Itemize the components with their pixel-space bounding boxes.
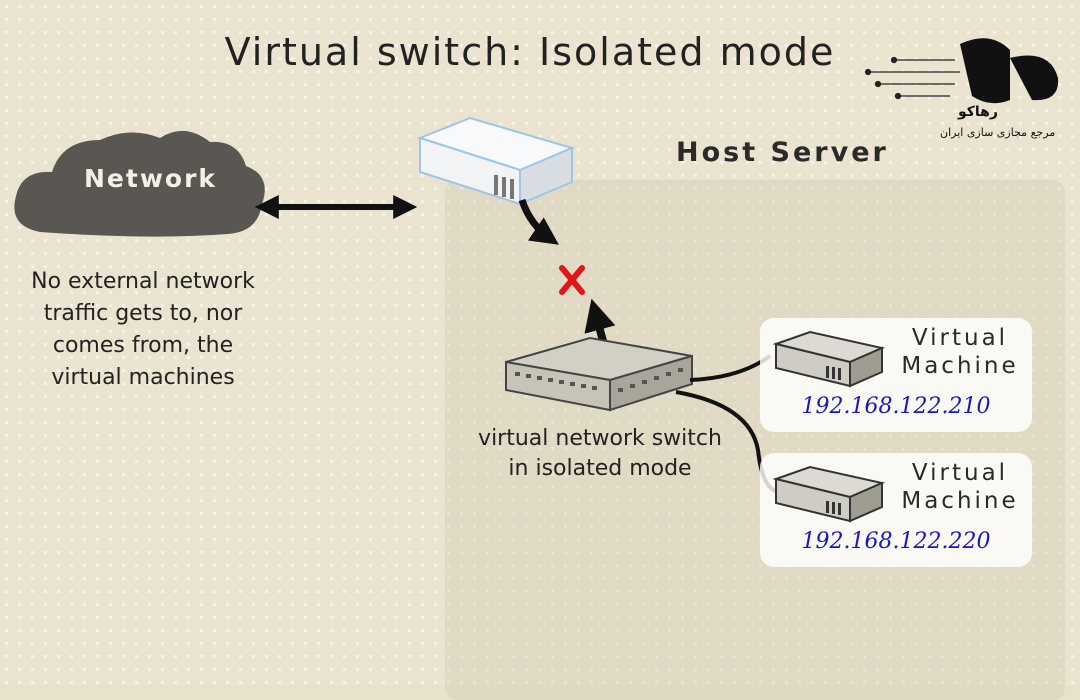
- server-icon: [772, 465, 886, 523]
- server-icon: [772, 330, 886, 388]
- note-line: No external network: [31, 269, 255, 294]
- logo-name: رهاکو: [958, 104, 998, 120]
- logo-icon: [864, 38, 1059, 104]
- host-server-label: Host Server: [676, 137, 889, 168]
- vm-card-1: Virtual Machine 192.168.122.210: [760, 318, 1032, 432]
- cable-vm1: [689, 354, 772, 382]
- router-icon: [417, 116, 575, 206]
- vm-title-line: Virtual: [911, 325, 1009, 351]
- vm-ip-address: 192.168.122.210: [801, 394, 991, 419]
- vm-ip-address: 192.168.122.220: [801, 529, 991, 554]
- note-line: comes from, the: [52, 333, 234, 358]
- note-line: virtual machines: [51, 365, 235, 390]
- switch-label-line: in isolated mode: [508, 456, 692, 481]
- cloud-icon: [14, 130, 265, 237]
- note-line: traffic gets to, nor: [43, 301, 243, 326]
- network-label: Network: [84, 164, 218, 193]
- vm-card-2: Virtual Machine 192.168.122.220: [760, 453, 1032, 567]
- vm-title-line: Machine: [901, 488, 1019, 514]
- router-to-switch-arrow: [518, 198, 559, 245]
- switch-label: virtual network switch in isolated mode: [455, 424, 745, 484]
- blocked-icon: [559, 265, 585, 295]
- switch-label-line: virtual network switch: [478, 426, 722, 451]
- switch-icon: [505, 336, 693, 412]
- isolation-note: No external network traffic gets to, nor…: [10, 266, 276, 394]
- vm-title: Virtual Machine: [890, 324, 1030, 380]
- logo-subtitle: مرجع مجازی سازی ایران: [940, 126, 1056, 139]
- diagram-title: Virtual switch: Isolated mode: [224, 30, 836, 74]
- vm-title-line: Machine: [901, 353, 1019, 379]
- vm-title-line: Virtual: [911, 460, 1009, 486]
- diagram-canvas: [14, 38, 1059, 494]
- vm-title: Virtual Machine: [890, 459, 1030, 515]
